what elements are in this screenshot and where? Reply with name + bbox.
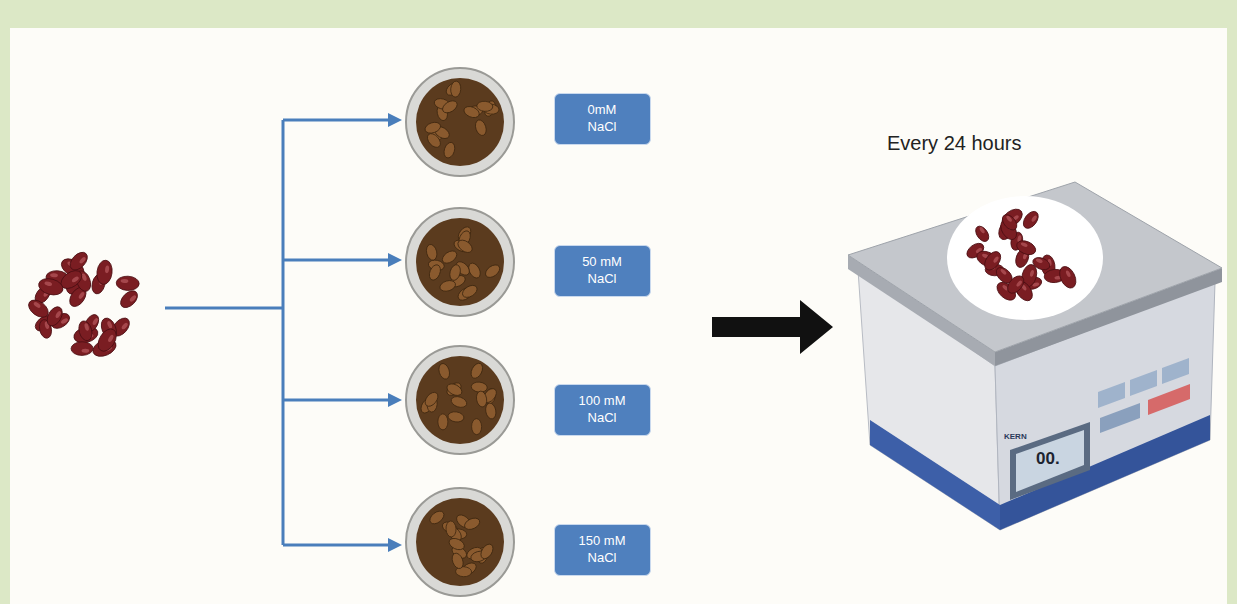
label-box: 50 mM NaCl	[554, 245, 651, 297]
seed	[1004, 273, 1027, 296]
seed-cluster	[25, 249, 140, 360]
arrowheads	[388, 113, 402, 552]
seed	[94, 326, 120, 355]
display-reading: 00.	[1036, 449, 1060, 469]
seed	[1020, 209, 1041, 231]
seed	[1056, 264, 1079, 291]
time-note: Every 24 hours	[887, 132, 1022, 155]
seed	[71, 342, 93, 356]
seed	[37, 276, 65, 298]
process-arrow	[712, 300, 833, 354]
seed	[25, 297, 51, 321]
label-box: 100 mM NaCl	[554, 384, 651, 436]
label-box: 0mM NaCl	[554, 93, 651, 145]
seed	[67, 249, 91, 273]
seed	[973, 224, 991, 244]
seed-jars	[406, 68, 514, 596]
seed	[96, 259, 114, 285]
jar	[406, 488, 514, 596]
brand-mark: KERN	[1004, 432, 1027, 441]
seed-cluster	[964, 206, 1079, 304]
seed	[116, 276, 140, 291]
seed	[77, 319, 94, 342]
condition-label: 100 mM NaCl	[575, 393, 630, 427]
seed	[1015, 238, 1038, 257]
seed	[981, 249, 1004, 273]
seed	[117, 288, 140, 311]
branch-lines	[165, 120, 390, 545]
scale-illustration	[848, 182, 1222, 530]
condition-label: 0mM NaCl	[575, 102, 630, 136]
jar	[406, 68, 514, 176]
panel	[10, 28, 1227, 604]
condition-label: 150 mM NaCl	[575, 533, 630, 567]
seed	[1000, 212, 1020, 233]
condition-label: 50 mM NaCl	[575, 254, 630, 288]
jar	[406, 346, 514, 454]
jar	[406, 208, 514, 316]
label-box: 150 mM NaCl	[554, 524, 651, 576]
